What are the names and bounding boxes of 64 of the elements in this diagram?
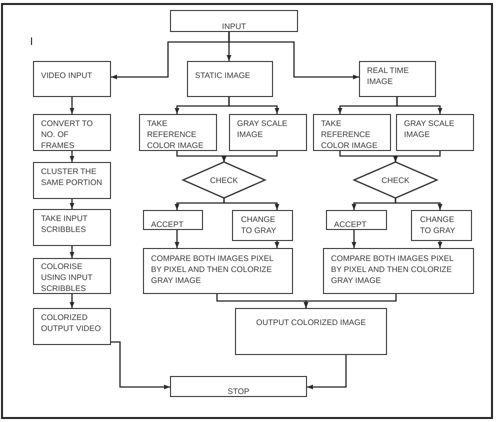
arrow	[70, 246, 74, 258]
process-box	[326, 210, 387, 230]
process-box	[170, 10, 298, 32]
process-box	[359, 61, 436, 97]
step-text: CHANGE TO GRAY	[420, 214, 456, 236]
process-box	[396, 114, 474, 151]
step-text: TAKE REFERENCE COLOR IMAGE	[321, 118, 378, 151]
process-box	[313, 114, 391, 151]
process-box	[411, 210, 472, 241]
process-box	[33, 61, 111, 97]
arrow	[70, 151, 74, 162]
process-box	[232, 210, 293, 241]
process-box	[143, 248, 293, 294]
step-text: COLORIZED OUTPUT VIDEO	[41, 312, 102, 334]
arrow	[352, 230, 356, 248]
step-text: ACCEPT	[151, 219, 184, 230]
process-box	[33, 114, 111, 151]
arrow	[274, 241, 280, 248]
step-text: OUTPUT COLORIZED IMAGE	[256, 317, 366, 328]
process-box	[33, 258, 111, 294]
arrow	[174, 230, 180, 248]
step-text: TAKE INPUT SCRIBBLES	[41, 213, 88, 235]
decision-text: CHECK	[210, 174, 238, 186]
step-text: CHANGE TO GRAY	[241, 214, 278, 236]
step-text: CLUSTER THE SAME PORTION	[41, 166, 104, 188]
step-text: ACCEPT	[334, 219, 366, 230]
decision-text: CHECK	[381, 174, 410, 186]
step-text: COMPARE BOTH IMAGES PIXEL BY PIXEL AND THEN COLORIZE GRAY IMAGE	[151, 253, 274, 286]
step-text: VIDEO INPUT	[41, 70, 92, 81]
note-text: I	[30, 36, 34, 48]
process-box	[187, 61, 273, 97]
process-box	[229, 114, 307, 151]
step-text: INPUT	[222, 21, 246, 32]
step-text: REAL TIME IMAGE	[367, 65, 410, 87]
arrow	[396, 97, 442, 114]
step-text: STOP	[228, 386, 250, 397]
arrow	[393, 151, 441, 162]
step-text: STATIC IMAGE	[195, 70, 250, 81]
arrow	[228, 97, 280, 114]
arrow	[70, 294, 74, 308]
step-text: GRAY SCALE IMAGE	[237, 118, 288, 140]
process-box	[33, 162, 111, 199]
step-text: GRAY SCALE IMAGE	[404, 118, 456, 140]
arrow	[228, 32, 359, 80]
step-text: COMPARE BOTH IMAGES PIXEL BY PIXEL AND THEN COLORIZE GRAY IMAGE	[331, 253, 454, 286]
arrow	[70, 199, 74, 209]
process-box	[33, 209, 111, 246]
step-text: TAKE REFERENCE COLOR IMAGE	[147, 118, 204, 151]
process-box	[33, 308, 111, 345]
arrow	[222, 151, 278, 162]
arrow	[307, 355, 347, 390]
arrow	[438, 241, 442, 248]
step-text: COLORISE USING INPUT SCRIBBLES	[41, 261, 94, 294]
step-text: CONVERT TO NO. OF FRAMES	[41, 118, 94, 151]
arrow	[111, 341, 170, 390]
process-box	[235, 308, 387, 355]
process-box	[323, 248, 474, 294]
process-box	[139, 114, 217, 151]
arrow	[223, 198, 280, 210]
process-box	[170, 376, 307, 397]
process-box	[143, 210, 203, 230]
arrow	[70, 97, 74, 114]
arrow	[304, 294, 397, 308]
arrow	[394, 198, 442, 210]
